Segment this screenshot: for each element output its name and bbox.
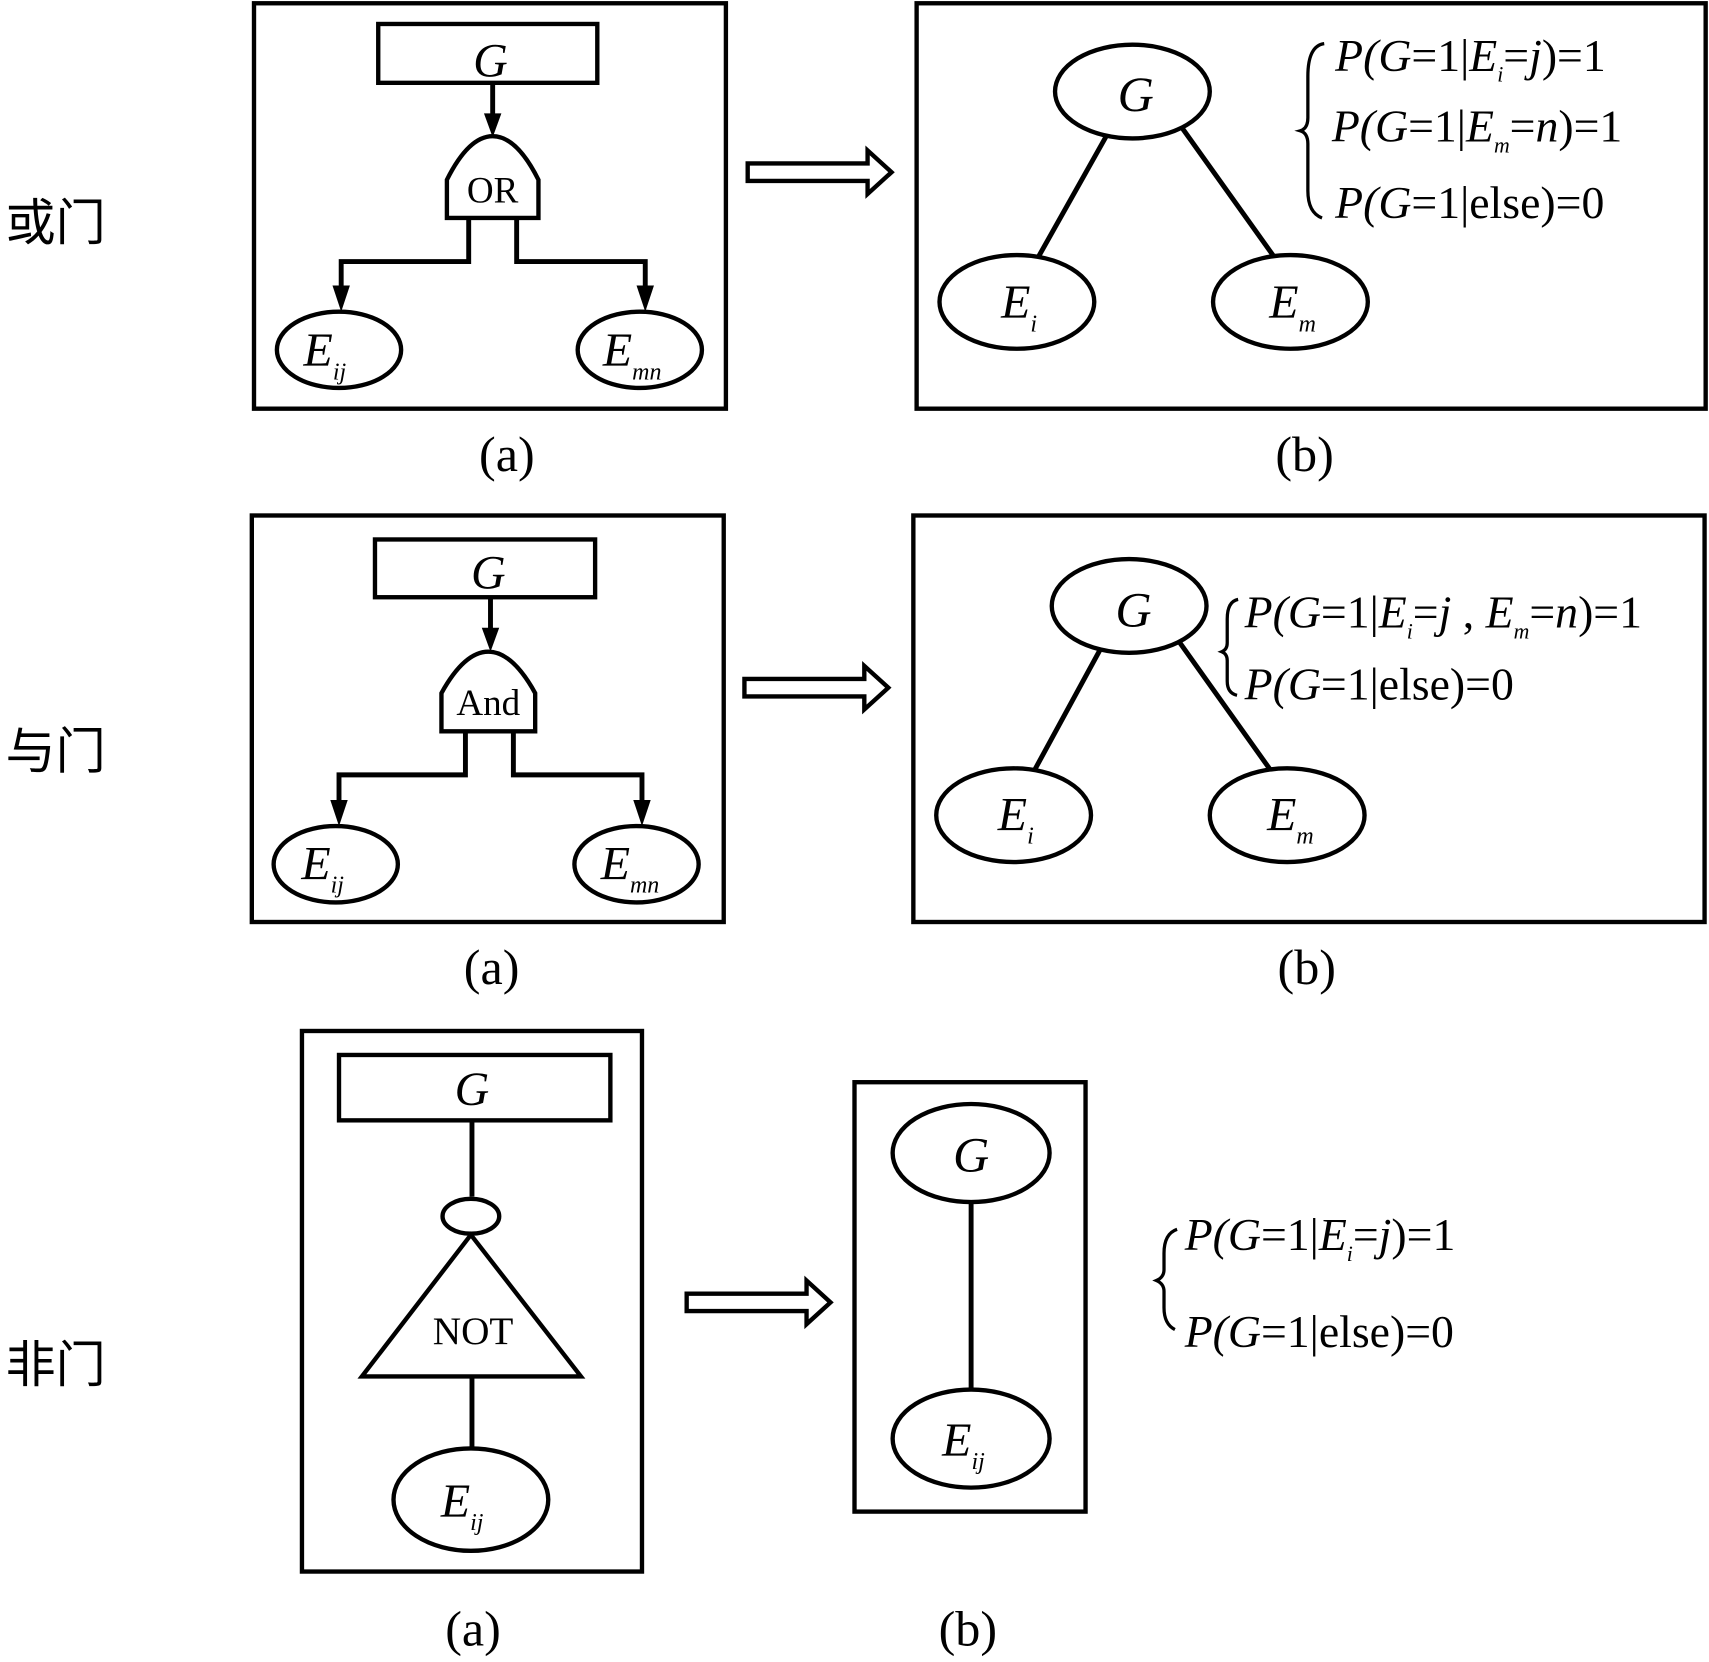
edge	[1180, 127, 1278, 260]
gate-label-or: 或门	[6, 193, 106, 252]
equation: P(G=1|Ei=j)=1	[1334, 30, 1606, 87]
top-event-label: G	[473, 34, 508, 87]
bn-node-eij	[890, 1387, 1052, 1490]
bn-node-ei	[937, 252, 1097, 351]
equation: P(G=1|Em=n)=1	[1331, 101, 1622, 158]
bn-node-label: G	[953, 1127, 989, 1183]
fault-tree-and: G And Eij Emn	[249, 513, 726, 925]
row-not-gate: 非门 G NOT Eij (a) G Eij P(G=1|Ei=j)=1 P(G…	[6, 1028, 1456, 1657]
bn-node-g	[1052, 42, 1212, 141]
equation: P(G=1|else)=0	[1334, 177, 1604, 228]
top-event-box	[336, 1052, 613, 1123]
bn-node-label: G	[1115, 582, 1151, 638]
arrow-head-icon	[481, 627, 500, 652]
equation: P(G=1|else)=0	[1184, 1306, 1454, 1357]
connector-line	[338, 217, 472, 293]
row-or-gate: 或门 G OR Eij Emn (a) G Ei	[6, 1, 1708, 482]
edge	[1035, 135, 1109, 260]
caption-a: (a)	[445, 1601, 501, 1657]
bn-node-label: Ei	[997, 788, 1034, 849]
transform-arrow-icon	[684, 1275, 834, 1330]
arrow-head-icon	[483, 113, 502, 138]
row-and-gate: 与门 G And Eij Emn (a) G Ei	[6, 513, 1707, 995]
arrow-head-icon	[633, 799, 651, 827]
bn-node-label: G	[1118, 66, 1154, 122]
not-gate-bubble	[440, 1196, 502, 1236]
caption-b: (b)	[1275, 426, 1333, 482]
transform-arrow-icon	[742, 660, 892, 715]
arrow-head-icon	[332, 285, 350, 312]
bn-node-label: Em	[1268, 276, 1316, 337]
arrow-head-icon	[636, 285, 654, 312]
basic-event-ellipse	[271, 823, 401, 905]
equation: P(G=1|else)=0	[1244, 659, 1514, 710]
top-event-label: G	[455, 1063, 490, 1116]
brace-icon	[1152, 1227, 1178, 1332]
basic-event-ellipse	[572, 823, 701, 905]
top-event-box	[372, 537, 598, 600]
edge	[1177, 640, 1273, 772]
connector-line	[510, 731, 645, 807]
gate-label-not: 非门	[6, 1335, 106, 1394]
basic-event-label: Emn	[600, 837, 660, 898]
bayesian-network-and: G Ei Em P(G=1|Ei=j , Em=n)=1 P(G=1|else)…	[911, 513, 1707, 925]
basic-event-label: Eij	[300, 837, 344, 898]
edge	[1032, 647, 1103, 772]
bn-node-g	[1049, 556, 1209, 655]
fault-tree-not: G NOT Eij	[299, 1028, 645, 1574]
gate-label-and: 与门	[6, 721, 106, 780]
connector-line	[514, 217, 648, 293]
fault-tree-or: G OR Eij Emn	[251, 1, 729, 411]
bn-node-ei	[934, 766, 1094, 865]
bn-node-label: Ei	[1000, 276, 1037, 337]
equation: P(G=1|Ei=j)=1	[1184, 1209, 1456, 1266]
top-event-box	[376, 21, 600, 86]
basic-event-ellipse	[391, 1446, 551, 1554]
and-gate-symbol	[439, 649, 538, 734]
bayesian-network-or: G Ei Em P(G=1|Ei=j)=1 P(G=1|Em=n)=1 P(G=…	[914, 1, 1708, 411]
or-gate-label: OR	[467, 171, 519, 212]
or-gate-symbol	[444, 134, 541, 221]
brace-icon	[1217, 597, 1239, 697]
bayesian-network-not: G Eij	[852, 1080, 1088, 1514]
bn-node-label: Eij	[941, 1414, 985, 1475]
basic-event-label: Eij	[440, 1475, 484, 1536]
basic-event-ellipse	[274, 309, 404, 391]
transform-arrow-icon	[745, 145, 895, 199]
bn-node-em	[1207, 766, 1367, 865]
bn-node-g	[890, 1101, 1052, 1205]
caption-b: (b)	[1278, 939, 1336, 995]
caption-b: (b)	[939, 1601, 997, 1657]
basic-event-ellipse	[575, 309, 705, 391]
basic-event-label: Eij	[303, 324, 347, 385]
and-gate-label: And	[456, 683, 520, 724]
brace-icon	[1294, 41, 1325, 220]
caption-a: (a)	[464, 939, 520, 995]
not-gate-label: NOT	[433, 1310, 514, 1353]
equation: P(G=1|Ei=j , Em=n)=1	[1244, 587, 1642, 644]
caption-a: (a)	[479, 426, 535, 482]
arrow-head-icon	[330, 799, 348, 827]
top-event-label: G	[471, 547, 506, 600]
basic-event-label: Emn	[602, 324, 662, 385]
connector-line	[336, 731, 468, 807]
bn-node-label: Em	[1266, 788, 1314, 849]
bn-node-em	[1210, 252, 1370, 351]
